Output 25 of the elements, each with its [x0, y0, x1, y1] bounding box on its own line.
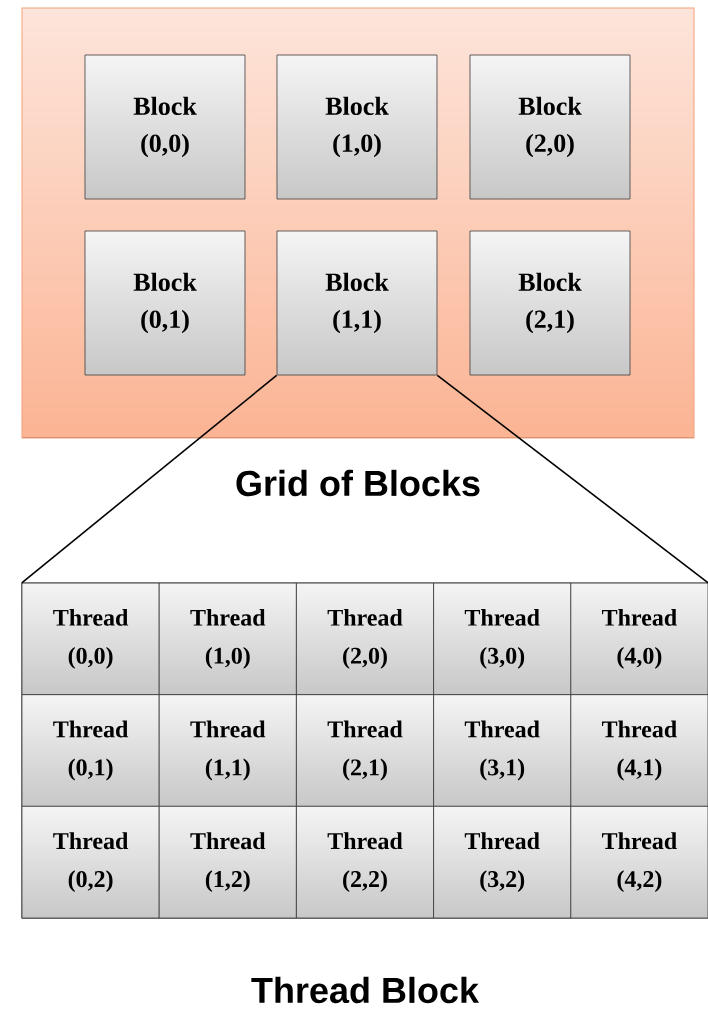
connector-line: [436, 374, 708, 584]
thread-cell: Thread (3,2): [433, 805, 572, 919]
thread-cell: Thread (4,2): [570, 805, 708, 919]
block-box: Block (0,0): [84, 54, 246, 200]
thread-cell: Thread (1,2): [158, 805, 297, 919]
connector-line: [21, 374, 278, 584]
thread-cell: Thread (0,0): [21, 582, 160, 696]
thread-cell: Thread (2,0): [296, 582, 434, 696]
thread-cell: Thread (2,2): [296, 805, 434, 919]
thread-cell: Thread (0,2): [21, 805, 160, 919]
thread-cell: Thread (1,1): [158, 694, 297, 807]
thread-cell: Thread (3,1): [433, 694, 572, 807]
thread-cell: Thread (3,0): [433, 582, 572, 696]
panel-title: Grid of Blocks: [236, 469, 480, 497]
thread-cell: Thread (0,1): [21, 694, 160, 807]
block-box: Block (1,0): [276, 54, 438, 200]
block-box: Block (2,1): [469, 230, 631, 376]
thread-cell: Thread (1,0): [158, 582, 297, 696]
block-box: Block (1,1): [276, 230, 438, 376]
thread-cell: Thread (4,1): [570, 694, 708, 807]
thread-cell: Thread (2,1): [296, 694, 434, 807]
block-box: Block (2,0): [469, 54, 631, 200]
thread-cell: Thread (4,0): [570, 582, 708, 696]
panel-title: Thread Block: [251, 976, 480, 1004]
block-box: Block (0,1): [84, 230, 246, 376]
